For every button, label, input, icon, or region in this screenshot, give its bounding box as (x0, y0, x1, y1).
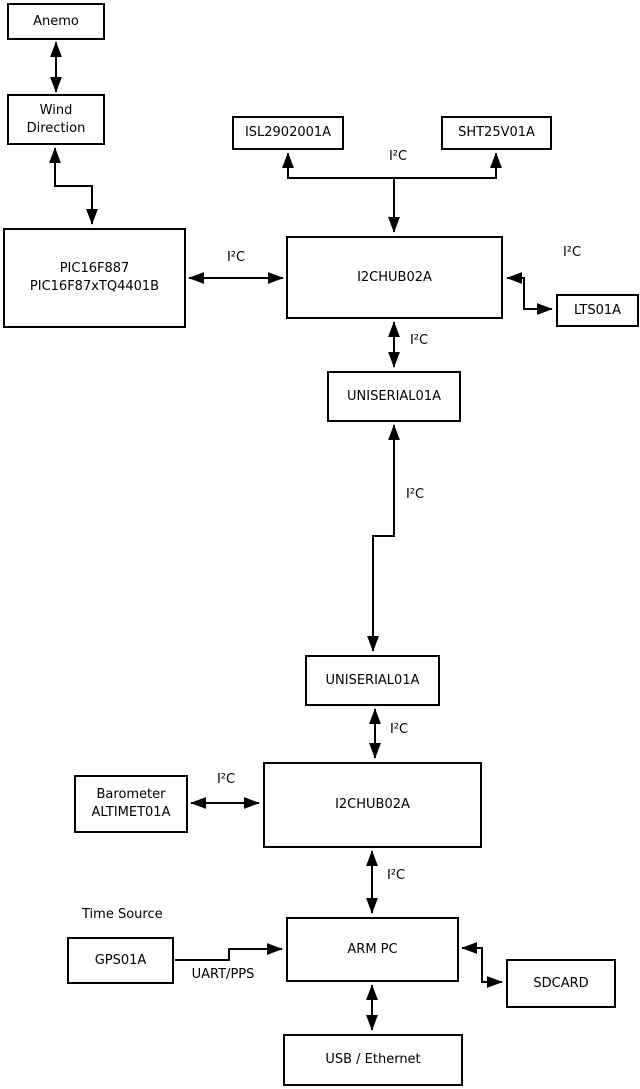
node-isl2902001a-label: ISL2902001A (244, 125, 332, 141)
node-gps01a: GPS01A (67, 937, 174, 984)
node-usb-ethernet-label: USB / Ethernet (325, 1052, 421, 1068)
node-lts01a-label: LTS01A (573, 302, 622, 318)
node-sdcard: SDCARD (506, 959, 616, 1008)
edge-label-i2c-sensors: I²C (388, 149, 408, 164)
node-arm-pc-label: ARM PC (347, 941, 398, 957)
node-i2chub02a-upper-label: I2CHUB02A (357, 269, 432, 285)
node-gps01a-label: GPS01A (94, 952, 147, 968)
node-barometer-altimet01a-label: Barometer ALTIMET01A (91, 787, 171, 820)
node-usb-ethernet: USB / Ethernet (283, 1034, 463, 1086)
connector-isl-sht-branch (282, 152, 502, 179)
edge-label-i2c-uniserial2-hub2: I²C (389, 722, 409, 737)
edge-label-i2c-hub2-armpc: I²C (386, 868, 406, 883)
node-i2chub02a-lower: I2CHUB02A (263, 762, 482, 848)
node-i2chub02a-upper: I2CHUB02A (286, 236, 503, 319)
connector-armpc-sdcard (461, 942, 503, 988)
edge-label-uart-pps: UART/PPS (191, 967, 255, 982)
node-anemo-label: Anemo (33, 13, 79, 29)
node-sdcard-label: SDCARD (533, 975, 589, 991)
connector-hub1-lts (506, 272, 553, 315)
node-lts01a: LTS01A (556, 294, 639, 327)
node-barometer-altimet01a: Barometer ALTIMET01A (74, 775, 188, 833)
connector-gps-armpc (175, 943, 283, 961)
edge-label-i2c-barometer-hub2: I²C (216, 772, 236, 787)
node-sht25v01a-label: SHT25V01A (458, 125, 535, 141)
edge-label-i2c-hub1-lts: I²C (562, 245, 582, 260)
node-pic16f887: PIC16F887 PIC16F87xTQ4401B (3, 228, 186, 328)
connector-uniserial1-uniserial2 (367, 424, 400, 652)
node-isl2902001a: ISL2902001A (232, 116, 344, 150)
edge-label-i2c-pic-hub1: I²C (226, 250, 246, 265)
edge-label-time-source: Time Source (82, 907, 163, 922)
node-wind-direction-label: Wind Direction (26, 102, 86, 136)
node-uniserial01a-lower-label: UNISERIAL01A (325, 672, 420, 688)
edge-label-i2c-hub1-uniserial1: I²C (409, 333, 429, 348)
node-pic16f887-label: PIC16F887 PIC16F87xTQ4401B (29, 261, 160, 294)
node-i2chub02a-lower-label: I2CHUB02A (335, 797, 410, 813)
node-sht25v01a: SHT25V01A (441, 116, 552, 150)
node-uniserial01a-upper: UNISERIAL01A (327, 371, 461, 422)
connector-wind-pic (49, 147, 98, 225)
node-uniserial01a-upper-label: UNISERIAL01A (347, 388, 441, 404)
node-uniserial01a-lower: UNISERIAL01A (305, 655, 440, 706)
edge-label-i2c-uniserial-link: I²C (405, 487, 425, 502)
node-anemo: Anemo (7, 3, 105, 40)
node-wind-direction: Wind Direction (7, 94, 105, 145)
node-arm-pc: ARM PC (286, 917, 459, 982)
